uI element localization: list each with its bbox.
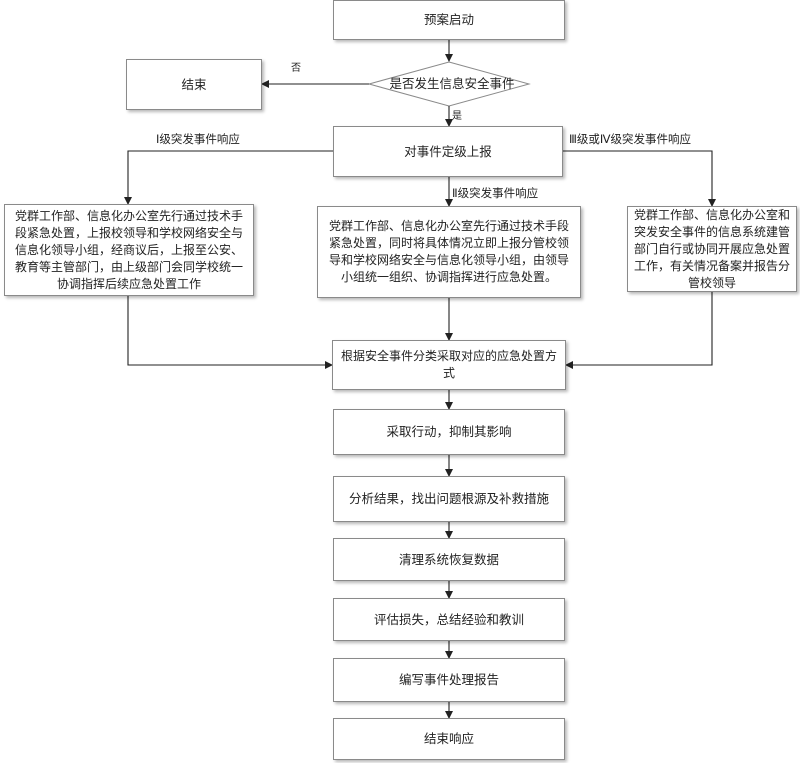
node-take-action: 采取行动，抑制其影响 [333, 409, 565, 455]
edge-label-level-2: Ⅱ级突发事件响应 [452, 186, 539, 200]
node-start: 预案启动 [333, 0, 565, 40]
edge-grade-left [124, 150, 333, 205]
edge-grade-right [563, 150, 716, 207]
node-report: 编写事件处理报告 [333, 658, 565, 702]
node-right-action: 党群工作部、信息化办公室和突发安全事件的信息系统建管部门自行或协同开展应急处置工… [627, 206, 797, 292]
node-grade-report: 对事件定级上报 [333, 126, 563, 177]
edge-label-no: 否 [291, 63, 301, 74]
edge-left-classify [127, 296, 333, 369]
node-classify: 根据安全事件分类采取对应的应急处置方式 [332, 340, 566, 390]
node-end-left: 结束 [126, 59, 262, 110]
node-evaluate: 评估损失，总结经验和教训 [333, 598, 565, 641]
node-analyze: 分析结果，找出问题根源及补救措施 [333, 476, 565, 522]
node-decision: 是否发生信息安全事件 [389, 76, 515, 91]
node-left-action: 党群工作部、信息化办公室先行通过技术手段紧急处置，上报校领导和学校网络安全与信息… [4, 204, 254, 296]
edge-right-classify [565, 292, 713, 369]
node-middle-action: 党群工作部、信息化办公室先行通过技术手段紧急处置，同时将具体情况立即上报分管校领… [317, 206, 581, 298]
node-end-response: 结束响应 [333, 718, 565, 760]
edge-label-yes: 是 [452, 111, 462, 122]
node-cleanup: 清理系统恢复数据 [333, 538, 565, 581]
edge-label-level-3-4: Ⅲ级或Ⅳ级突发事件响应 [569, 132, 692, 146]
edge-label-level-1: Ⅰ级突发事件响应 [156, 132, 240, 146]
